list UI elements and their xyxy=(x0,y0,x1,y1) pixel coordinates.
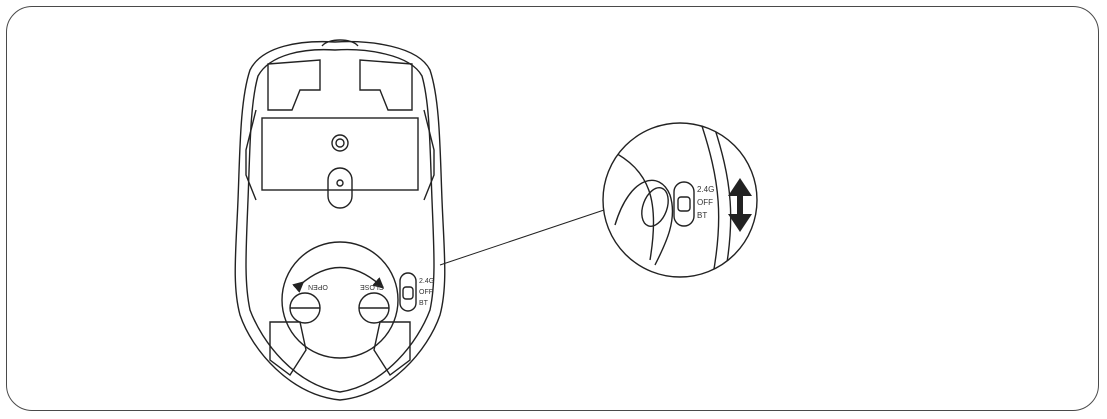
zoom-switch-label-2-4g: 2.4G xyxy=(697,185,714,194)
close-label: CLOSE xyxy=(360,283,384,290)
zoom-callout: 2.4G OFF BT xyxy=(602,122,758,278)
mouse-body xyxy=(234,39,446,401)
switch-label-2-4g: 2.4G xyxy=(419,278,434,285)
open-label: OPEN xyxy=(308,283,328,290)
switch-label-bt: BT xyxy=(419,300,429,307)
diagram-frame xyxy=(6,6,1099,411)
zoom-switch-label-bt: BT xyxy=(697,211,707,220)
callout-leader-line xyxy=(439,207,611,266)
switch-label-off: OFF xyxy=(419,289,433,296)
zoom-switch-label-off: OFF xyxy=(697,198,713,207)
thumb-outline xyxy=(614,179,674,266)
slide-direction-arrow-icon xyxy=(728,178,752,232)
